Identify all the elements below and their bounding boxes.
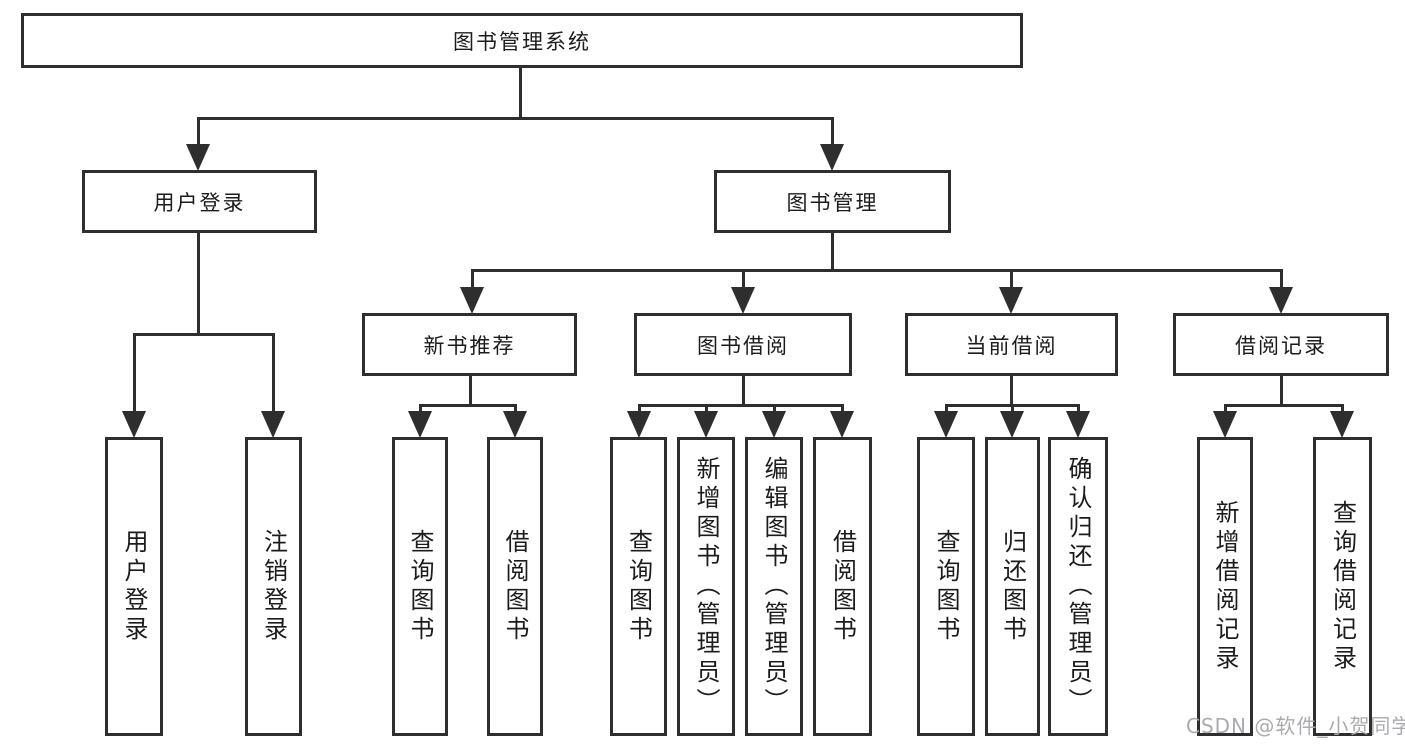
node-current-borrowing: 当前借阅	[905, 313, 1118, 376]
connector-borrow-records-stem	[1280, 376, 1283, 407]
connector-new-book-branch	[419, 404, 517, 407]
connector-root-stem	[519, 68, 522, 120]
leaf-borrow-books-label: 借阅图书	[828, 528, 857, 645]
leaf-user-login-label: 用户登录	[120, 528, 148, 645]
connector-drop-current-borrowing	[1010, 269, 1013, 293]
node-user-login-label: 用户登录	[153, 190, 246, 215]
arrow-down-icon	[460, 287, 484, 314]
leaf-return-books-label: 归还图书	[998, 528, 1027, 645]
connector-drop-book-management	[831, 117, 834, 147]
arrow-down-icon	[999, 287, 1023, 314]
arrow-down-icon	[1330, 411, 1354, 438]
arrow-down-icon	[762, 411, 786, 438]
connector-drop-leaf	[272, 333, 275, 413]
leaf-query-books-borrowing: 查询图书	[610, 437, 667, 736]
leaf-borrow-books-recommend-label: 借阅图书	[501, 528, 529, 645]
node-borrow-records-label: 借阅记录	[1235, 333, 1327, 358]
leaf-user-login: 用户登录	[105, 437, 163, 736]
connector-book-management-branch	[471, 269, 1283, 272]
arrow-down-icon	[1269, 287, 1293, 314]
arrow-down-icon	[820, 144, 844, 171]
leaf-edit-books-admin-label: 编辑图书（管理员）	[760, 456, 788, 717]
leaf-query-books-current-label: 查询图书	[932, 528, 960, 645]
connector-book-management-stem	[831, 233, 834, 272]
connector-user-login-stem	[197, 233, 200, 335]
arrow-down-icon	[694, 411, 718, 438]
node-book-management-label: 图书管理	[786, 190, 879, 215]
connector-user-login-branch	[133, 333, 275, 336]
arrow-down-icon	[731, 287, 755, 314]
leaf-logout-login: 注销登录	[245, 437, 302, 736]
arrow-down-icon	[408, 411, 432, 438]
arrow-down-icon	[1066, 411, 1090, 438]
connector-drop-new-book	[471, 269, 474, 293]
connector-drop-borrow-records	[1280, 269, 1283, 293]
arrow-down-icon	[1213, 411, 1237, 438]
node-new-book-recommend: 新书推荐	[362, 313, 577, 376]
node-book-borrowing-label: 图书借阅	[697, 333, 789, 358]
arrow-down-icon	[934, 411, 958, 438]
connector-drop-leaf	[133, 333, 136, 413]
connector-book-borrowing-stem	[742, 376, 745, 407]
leaf-add-books-admin-label: 新增图书（管理员）	[692, 456, 720, 717]
node-current-borrowing-label: 当前借阅	[965, 333, 1058, 358]
arrow-down-icon	[122, 411, 146, 438]
leaf-add-borrow-record: 新增借阅记录	[1197, 437, 1253, 736]
connector-drop-book-borrowing	[742, 269, 745, 293]
leaf-confirm-return-admin: 确认归还（管理员）	[1048, 437, 1108, 736]
arrow-down-icon	[627, 411, 651, 438]
leaf-return-books: 归还图书	[985, 437, 1040, 736]
connector-root-branch	[197, 117, 834, 120]
connector-current-borrowing-stem	[1010, 376, 1013, 407]
csdn-watermark: CSDN @软件_小贺同学	[1186, 714, 1405, 738]
node-library-system: 图书管理系统	[21, 13, 1023, 68]
arrow-down-icon	[1000, 411, 1024, 438]
node-new-book-recommend-label: 新书推荐	[423, 333, 516, 358]
connector-borrow-records-branch	[1224, 404, 1344, 407]
arrow-down-icon	[503, 411, 527, 438]
connector-drop-user-login	[197, 117, 200, 147]
arrow-down-icon	[261, 411, 285, 438]
leaf-query-borrow-record: 查询借阅记录	[1313, 437, 1372, 736]
leaf-query-books-borrowing-label: 查询图书	[624, 528, 653, 645]
leaf-confirm-return-admin-label: 确认归还（管理员）	[1064, 456, 1092, 717]
node-book-borrowing: 图书借阅	[634, 313, 852, 376]
leaf-logout-login-label: 注销登录	[259, 528, 288, 645]
leaf-query-books-recommend-label: 查询图书	[406, 528, 434, 645]
arrow-down-icon	[830, 411, 854, 438]
leaf-borrow-books: 借阅图书	[813, 437, 872, 736]
leaf-query-borrow-record-label: 查询借阅记录	[1328, 499, 1357, 674]
leaf-add-books-admin: 新增图书（管理员）	[677, 437, 735, 736]
connector-book-borrowing-branch	[638, 404, 844, 407]
node-borrow-records: 借阅记录	[1173, 313, 1389, 376]
node-book-management: 图书管理	[714, 170, 951, 233]
connector-new-book-stem	[469, 376, 472, 407]
leaf-borrow-books-recommend: 借阅图书	[487, 437, 543, 736]
node-user-login: 用户登录	[82, 170, 317, 233]
node-library-system-label: 图书管理系统	[453, 29, 591, 54]
leaf-add-borrow-record-label: 新增借阅记录	[1211, 499, 1239, 674]
leaf-query-books-recommend: 查询图书	[392, 437, 448, 736]
leaf-query-books-current: 查询图书	[917, 437, 975, 736]
arrow-down-icon	[186, 144, 210, 171]
leaf-edit-books-admin: 编辑图书（管理员）	[745, 437, 803, 736]
